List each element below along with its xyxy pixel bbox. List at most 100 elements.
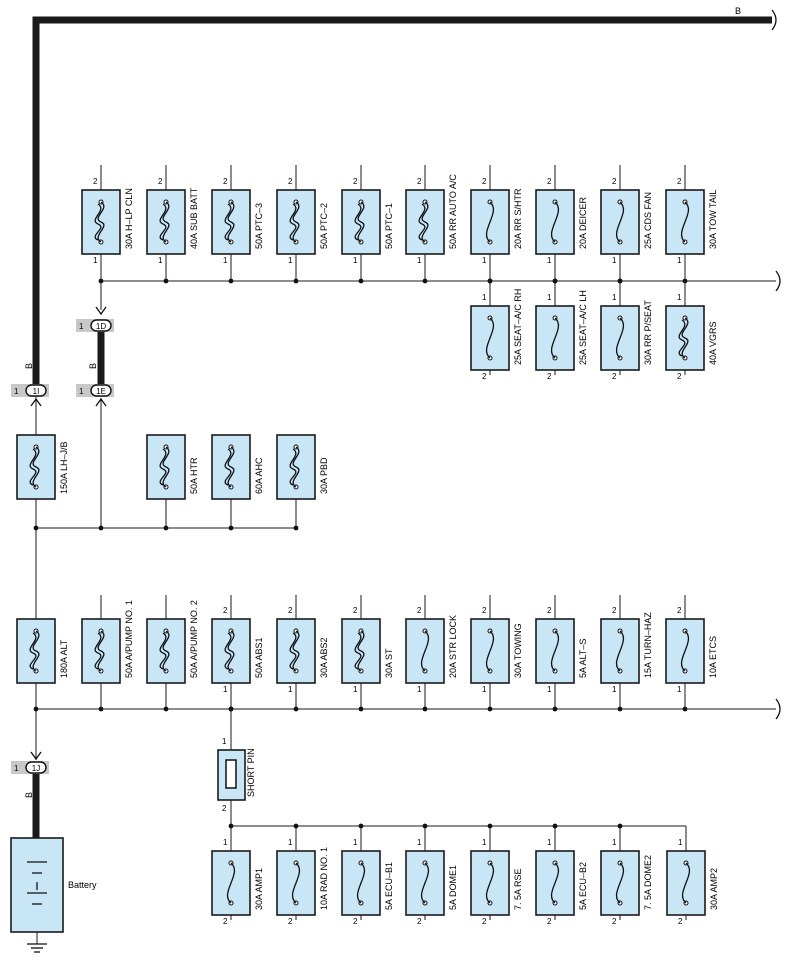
- connector-1J-id: 1J: [32, 764, 40, 773]
- fuse-label: 30A TOW TAIL: [708, 190, 718, 249]
- fuse-label: 20A STR LOCK: [448, 615, 458, 678]
- fuse-50a-a-pump-no-2: 50A A/PUMP NO. 2: [146, 595, 199, 712]
- fuse-top-pin: 2: [353, 606, 358, 615]
- fuse-top-pin: 2: [288, 177, 293, 186]
- fuse-top-pin: 2: [612, 606, 617, 615]
- fuse-label: 5A ECU–B1: [384, 862, 394, 910]
- fuse-label: 15A TURN–HAZ: [643, 612, 653, 678]
- fuse-top-pin: 1: [547, 838, 552, 847]
- fuse-bottom-pin: 1: [288, 685, 293, 694]
- fuse-label: 10A ETCS: [708, 636, 718, 678]
- connector-1J: 1 1J: [11, 761, 49, 774]
- fuse-bottom-pin: 1: [677, 685, 682, 694]
- fuse-bottom-pin: 2: [612, 372, 617, 381]
- fuse-bottom-pin: 2: [353, 917, 358, 926]
- fuse-top-pin: 2: [482, 606, 487, 615]
- junction-dot: [98, 278, 104, 284]
- connector-1I: 1 1I: [11, 384, 49, 435]
- fuse-50a-abs1: 2 1 50A ABS1: [211, 595, 264, 712]
- fuse-label: 30A AMP1: [254, 868, 264, 910]
- junction-dot: [33, 525, 39, 531]
- fuse-label: 180A ALT: [59, 639, 69, 678]
- fuse-label: 20A RR S/HTR: [513, 188, 523, 249]
- fuse-label: 30A ST: [384, 648, 394, 678]
- fuse-top-pin: 2: [417, 177, 422, 186]
- fuse-top-pin: 1: [223, 838, 228, 847]
- fuse-bottom-pin: 1: [612, 256, 617, 265]
- fuse-label: 50A A/PUMP NO. 1: [124, 600, 134, 678]
- fuse-bottom-pin: 1: [677, 256, 682, 265]
- fuse-30a-st: 2 1 30A ST: [341, 595, 394, 712]
- fuse-label: 30A TOWING: [513, 623, 523, 678]
- fuse-top-pin: 1: [677, 293, 682, 302]
- battery-drop-arrow: [30, 751, 42, 761]
- fuse-bottom-pin: 1: [288, 256, 293, 265]
- short-pin-bottom-pin: 2: [222, 804, 227, 813]
- fuse-label: 50A PTC–3: [254, 203, 264, 249]
- fuse-30a-pbd: 30A PBD: [276, 434, 329, 531]
- fuse-top-pin: 2: [158, 177, 163, 186]
- fuse-5a-ecu-b1: 1 2 5A ECU–B1: [341, 823, 394, 926]
- fuse-label: 25A SEAT–A/C RH: [513, 289, 523, 365]
- fuse-label: 50A HTR: [189, 457, 199, 494]
- connector-1D: 1 1D: [76, 319, 114, 332]
- fuse-bottom-pin: 2: [288, 917, 293, 926]
- fuse-label: 25A CDS FAN: [643, 192, 653, 249]
- fuse-bottom-pin: 1: [223, 685, 228, 694]
- fuse-label: 50A A/PUMP NO. 2: [189, 600, 199, 678]
- fuse-label: 30A AMP2: [709, 868, 719, 910]
- fuse-bottom-pin: 1: [223, 256, 228, 265]
- fuse-top-pin: 2: [223, 177, 228, 186]
- fuse-label: 150A LH–J/B: [59, 441, 69, 494]
- fuse-bottom-pin: 1: [547, 256, 552, 265]
- fuse-bottom-pin: 2: [482, 372, 487, 381]
- fuse-top-pin: 1: [547, 293, 552, 302]
- battery-label: Battery: [68, 880, 97, 890]
- fuse-top-pin: 1: [482, 293, 487, 302]
- fuse-top-pin: 2: [482, 177, 487, 186]
- fuse-bottom-pin: 1: [547, 685, 552, 694]
- fuse-bottom-pin: 1: [353, 256, 358, 265]
- fuse-top-pin: 2: [612, 177, 617, 186]
- fuse-top-pin: 2: [353, 177, 358, 186]
- fuse-bottom-pin: 2: [677, 372, 682, 381]
- fuse-bottom-pin: 1: [353, 685, 358, 694]
- fuse-top-pin: 1: [482, 838, 487, 847]
- fuse-label: 5A ALT–S: [578, 639, 588, 678]
- connector-1I-pin: 1: [14, 387, 19, 396]
- fuse-label: 50A RR AUTO A/C: [448, 174, 458, 249]
- short-pin-label: SHORT PIN: [246, 748, 256, 797]
- fuse-top-pin: 1: [288, 838, 293, 847]
- fuse-25a-cds-fan: 2 1 25A CDS FAN: [600, 165, 653, 284]
- fuse-bottom-pin: 1: [417, 685, 422, 694]
- fuse-top-pin: 1: [612, 838, 617, 847]
- fuse-top-pin: 2: [677, 606, 682, 615]
- fuse-label: 50A ABS1: [254, 637, 264, 678]
- fuse-top-pin: 1: [353, 838, 358, 847]
- fuse-bottom-pin: 2: [612, 917, 617, 926]
- top-power-bus: [32, 16, 772, 385]
- lower-bus-break: [775, 698, 781, 720]
- fuse-bottom-pin: 1: [158, 256, 163, 265]
- fuse-bottom-pin: 2: [417, 917, 422, 926]
- connector-1D-pin: 1: [79, 322, 84, 331]
- fuse-7-5a-dome2: 127. 5A DOME2: [600, 823, 653, 926]
- upper-bus-arrow: [95, 306, 107, 316]
- junction-dot: [98, 525, 104, 531]
- fuse-top-pin: 2: [223, 606, 228, 615]
- fuse-bottom-pin: 1: [482, 685, 487, 694]
- fuse-bottom-pin: 1: [93, 256, 98, 265]
- fuse-label: 10A RAD NO. 1: [319, 847, 329, 910]
- connector-1I-id: 1I: [33, 387, 40, 396]
